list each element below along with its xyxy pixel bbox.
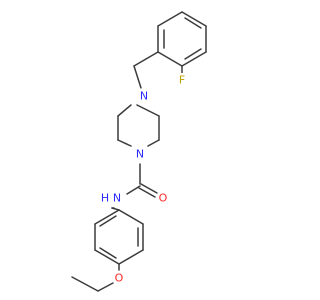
- atom-nitrogen-piperazine-bottom: N: [132, 146, 148, 162]
- atom-nitrogen-amide: H N: [98, 190, 124, 206]
- bond-aromatic: [184, 17, 202, 29]
- bond: [157, 51, 183, 67]
- atom-nitrogen-piperazine-top: N: [136, 88, 152, 104]
- atom-label-n: N: [136, 148, 144, 161]
- atom-label-o: O: [115, 272, 124, 285]
- bond: [181, 51, 207, 67]
- bond: [133, 65, 142, 89]
- bond: [157, 11, 183, 27]
- bond: [118, 249, 144, 265]
- bond-aromatic: [99, 215, 117, 227]
- bond: [117, 139, 132, 147]
- atom-oxygen-ether: O: [112, 271, 126, 285]
- atoms: F N N O H N: [98, 73, 189, 285]
- bond: [111, 207, 120, 211]
- bonds: [71, 11, 207, 292]
- molecule-canvas: F N N O H N: [71, 11, 207, 292]
- bond: [126, 185, 141, 195]
- atom-label-h: H: [101, 192, 109, 205]
- atom-label-o: O: [159, 192, 168, 205]
- bond: [147, 139, 160, 147]
- atom-oxygen-carbonyl: O: [156, 191, 170, 205]
- bond: [94, 249, 120, 265]
- bond: [181, 11, 207, 27]
- bond: [136, 104, 160, 117]
- bond-double: [140, 183, 158, 194]
- bond: [94, 209, 120, 225]
- molecule-structure: F N N O H N: [71, 11, 207, 292]
- bond: [118, 209, 144, 225]
- atom-label-n: N: [140, 90, 148, 103]
- bond-aromatic: [99, 247, 117, 259]
- bond: [117, 104, 132, 117]
- bond: [71, 276, 99, 292]
- atom-label-n: N: [113, 192, 121, 205]
- atom-label-f: F: [179, 74, 185, 87]
- bond-aromatic: [184, 48, 202, 60]
- bond: [133, 51, 159, 67]
- bond: [97, 282, 114, 292]
- bond-double: [138, 187, 156, 198]
- atom-fluorine: F: [175, 73, 189, 87]
